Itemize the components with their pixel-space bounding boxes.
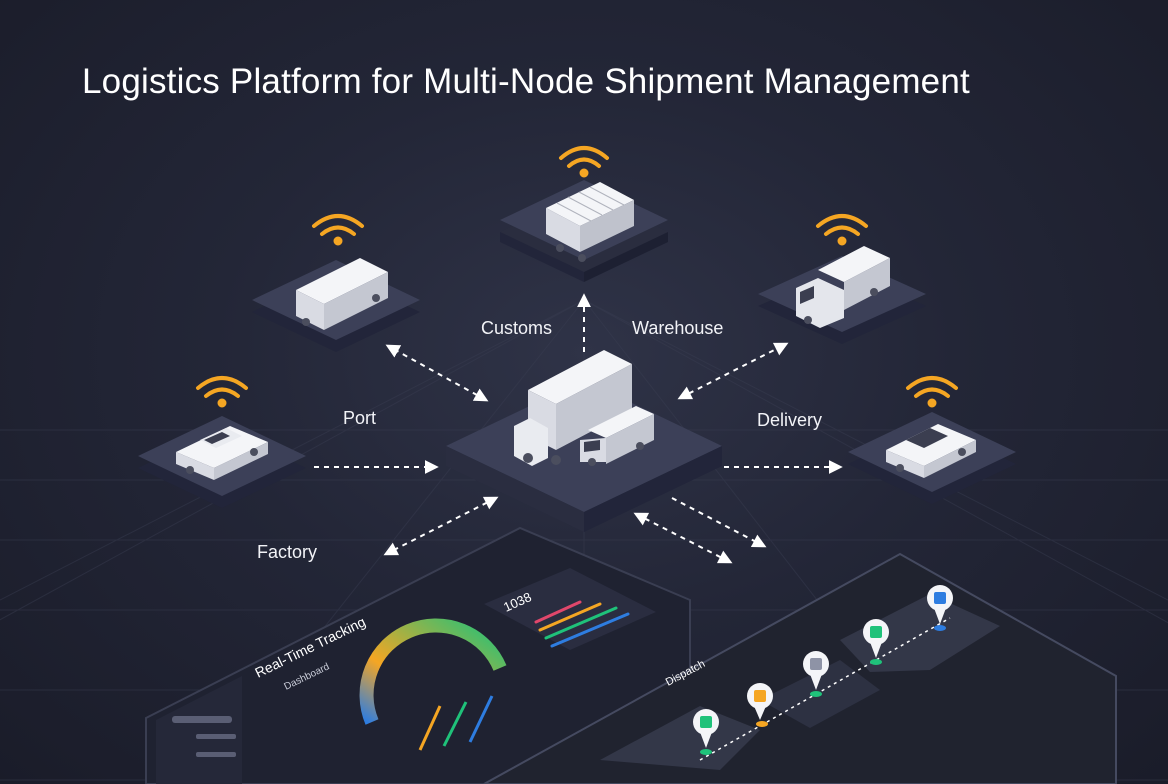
wifi-icon — [196, 376, 248, 408]
sidebar-item[interactable] — [172, 716, 232, 723]
map-pin-orange[interactable] — [747, 683, 773, 727]
pickup-left — [176, 426, 268, 480]
tracking-dashboard — [145, 526, 691, 784]
sidebar-item[interactable] — [196, 752, 236, 757]
node-label-port: Port — [343, 408, 377, 428]
node-label-warehouse: Warehouse — [632, 318, 724, 338]
map-pin-green[interactable] — [863, 619, 889, 665]
page-title: Logistics Platform for Multi-Node Shipme… — [82, 62, 970, 101]
mini-bar-chart — [418, 695, 494, 751]
car-right — [886, 424, 976, 478]
wifi-icon — [816, 214, 868, 246]
wifi-icon — [559, 146, 609, 178]
metrics-lines — [534, 600, 630, 648]
truck-upper-right — [796, 246, 890, 328]
platform-hub — [446, 380, 722, 532]
hub-van — [580, 406, 654, 466]
truck-upper-left — [296, 258, 388, 330]
node-label-customs: Customs — [481, 318, 553, 338]
map-pin-blue[interactable] — [927, 585, 953, 631]
flow-arrow-lower-right-b — [671, 497, 767, 548]
map-pin-green[interactable] — [693, 709, 719, 755]
node-label-delivery: Delivery — [757, 410, 823, 430]
flow-arrow-upper-left — [385, 344, 489, 402]
sidebar-item[interactable] — [196, 734, 236, 739]
wifi-icon — [312, 214, 364, 246]
flow-arrow-factory — [383, 496, 499, 556]
node-label-factory: Factory — [257, 542, 318, 562]
hub-truck — [514, 350, 632, 466]
container-stack — [546, 182, 634, 262]
map-pin-gray[interactable] — [803, 651, 829, 697]
flow-arrow-warehouse — [677, 342, 789, 400]
flow-arrow-lower-right-a — [633, 512, 733, 564]
gauge-chart — [359, 618, 507, 725]
wifi-icon — [906, 376, 958, 408]
metrics-card — [484, 568, 656, 650]
